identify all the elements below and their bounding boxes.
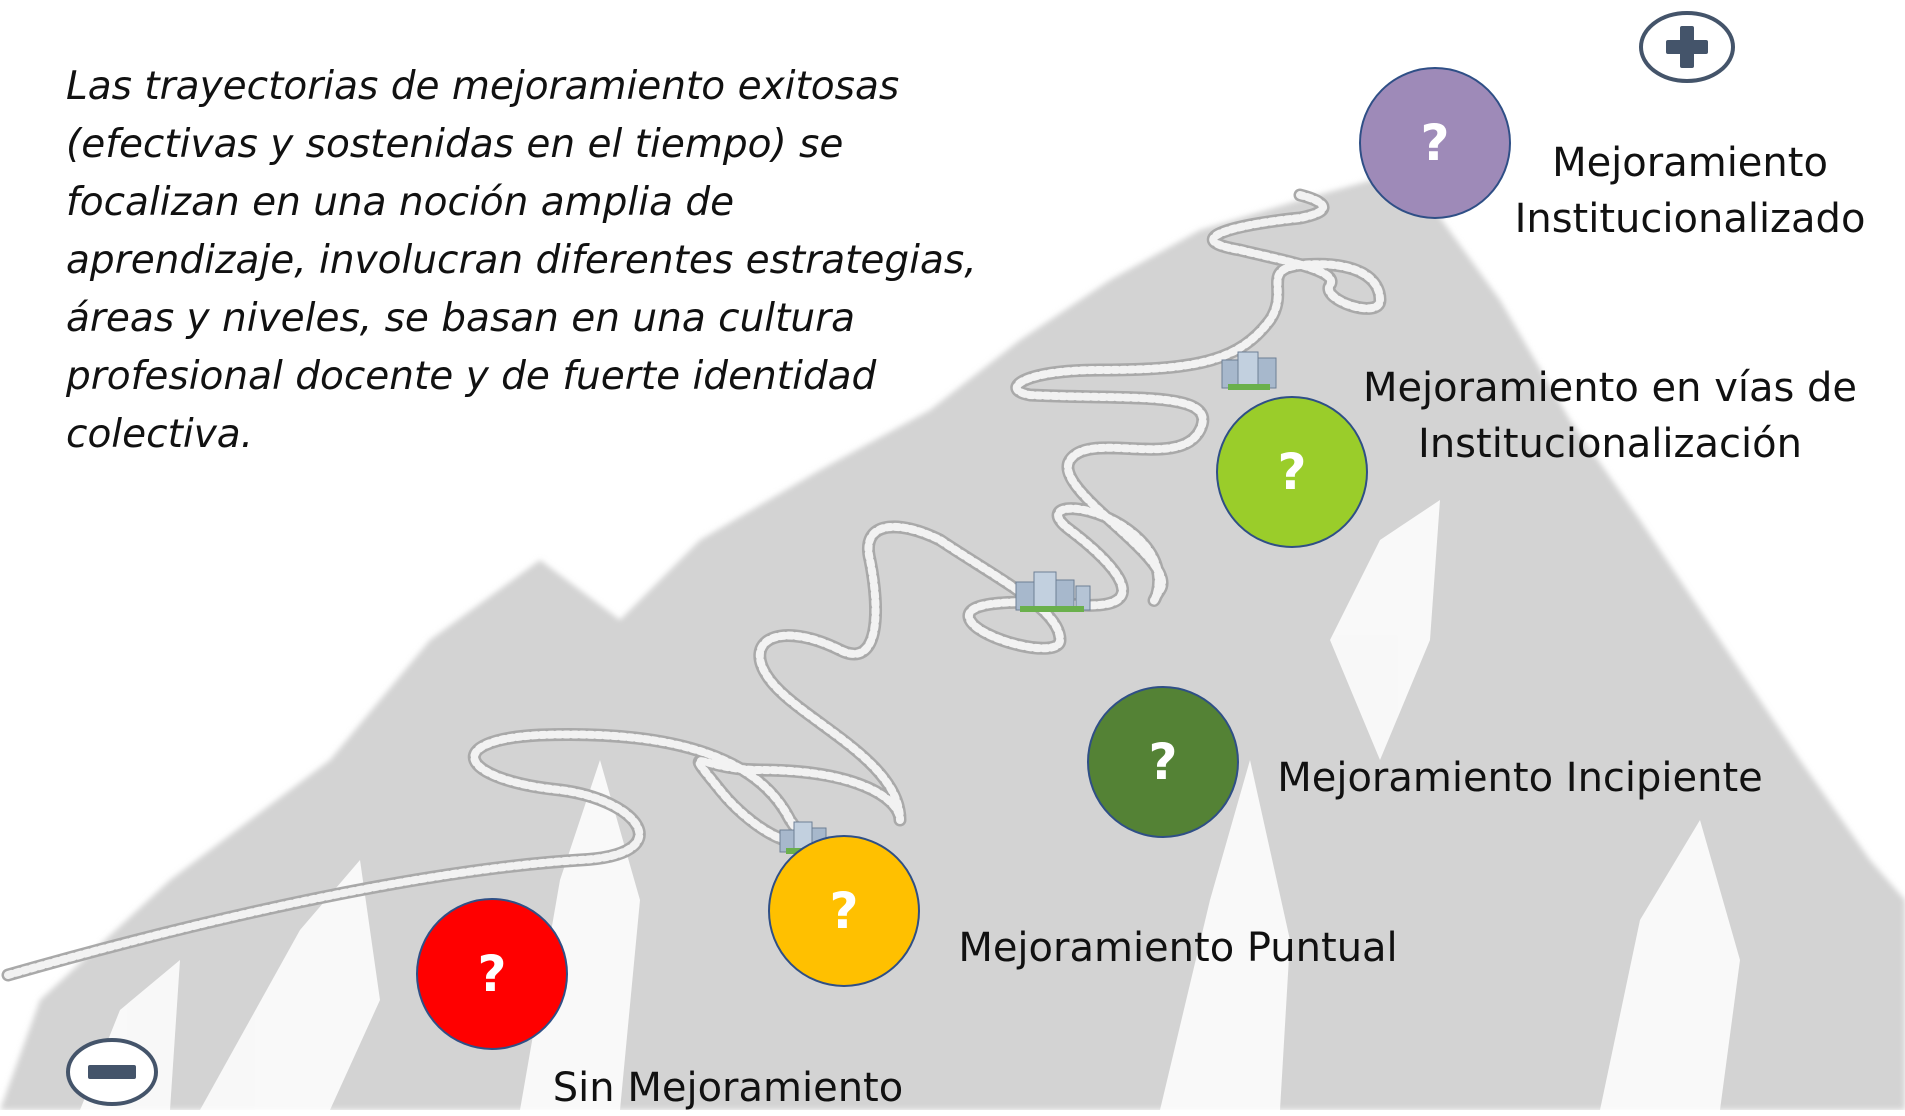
stage-marker-institucionalizado[interactable]: ? [1359,67,1511,219]
question-mark: ? [477,945,507,1003]
stage-label-incipiente: Mejoramiento Incipiente [1277,755,1763,801]
question-mark: ? [829,882,859,940]
stage-label-sin-mejoramiento: Sin Mejoramiento [552,1065,904,1111]
building-icon [1221,351,1277,390]
stage-marker-sin-mejoramiento[interactable]: ? [416,898,568,1050]
minus-circle-icon[interactable] [64,1036,160,1108]
winding-road [1,188,1387,982]
question-mark: ? [1277,443,1307,501]
question-mark: ? [1420,114,1450,172]
mountain-shadow-ridges [80,500,1740,1110]
stage-marker-incipiente[interactable]: ? [1087,686,1239,838]
question-mark: ? [1148,733,1178,791]
stage-label-puntual: Mejoramiento Puntual [958,925,1398,971]
stage-label-en-vias: Mejoramiento en vías de Institucionaliza… [1362,365,1858,467]
stage-marker-en-vias[interactable]: ? [1216,396,1368,548]
stage-marker-puntual[interactable]: ? [768,835,920,987]
intro-paragraph: Las trayectorias de mejoramiento exitosa… [66,64,977,457]
stage-label-institucionalizado: Mejoramiento Institucionalizado [1514,140,1866,242]
building-icon [1015,571,1091,612]
plus-circle-icon[interactable] [1638,10,1736,84]
